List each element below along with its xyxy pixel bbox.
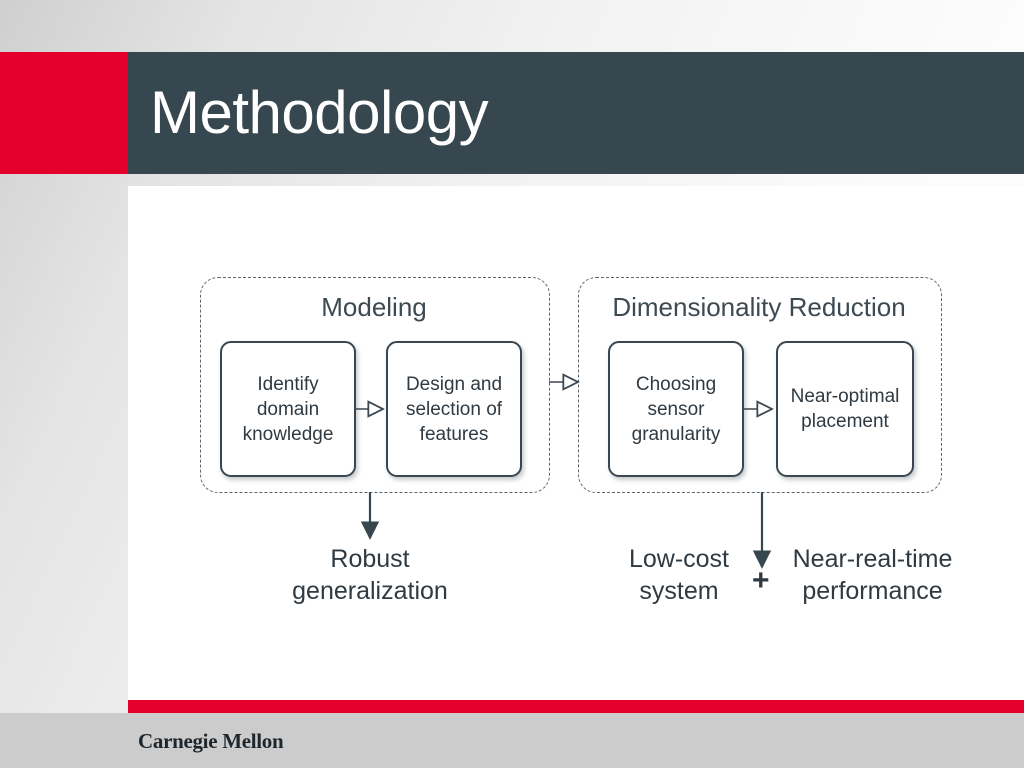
carnegie-mellon-logo: Carnegie Mellon xyxy=(138,729,284,753)
header-title-bar xyxy=(128,52,1024,174)
footer-accent-rule xyxy=(128,700,1024,713)
slide-content-area xyxy=(128,186,1024,700)
slide-header: Methodology xyxy=(0,52,1024,174)
header-accent-block xyxy=(0,52,128,174)
footer-strip xyxy=(0,713,1024,768)
page-title: Methodology xyxy=(150,79,489,146)
